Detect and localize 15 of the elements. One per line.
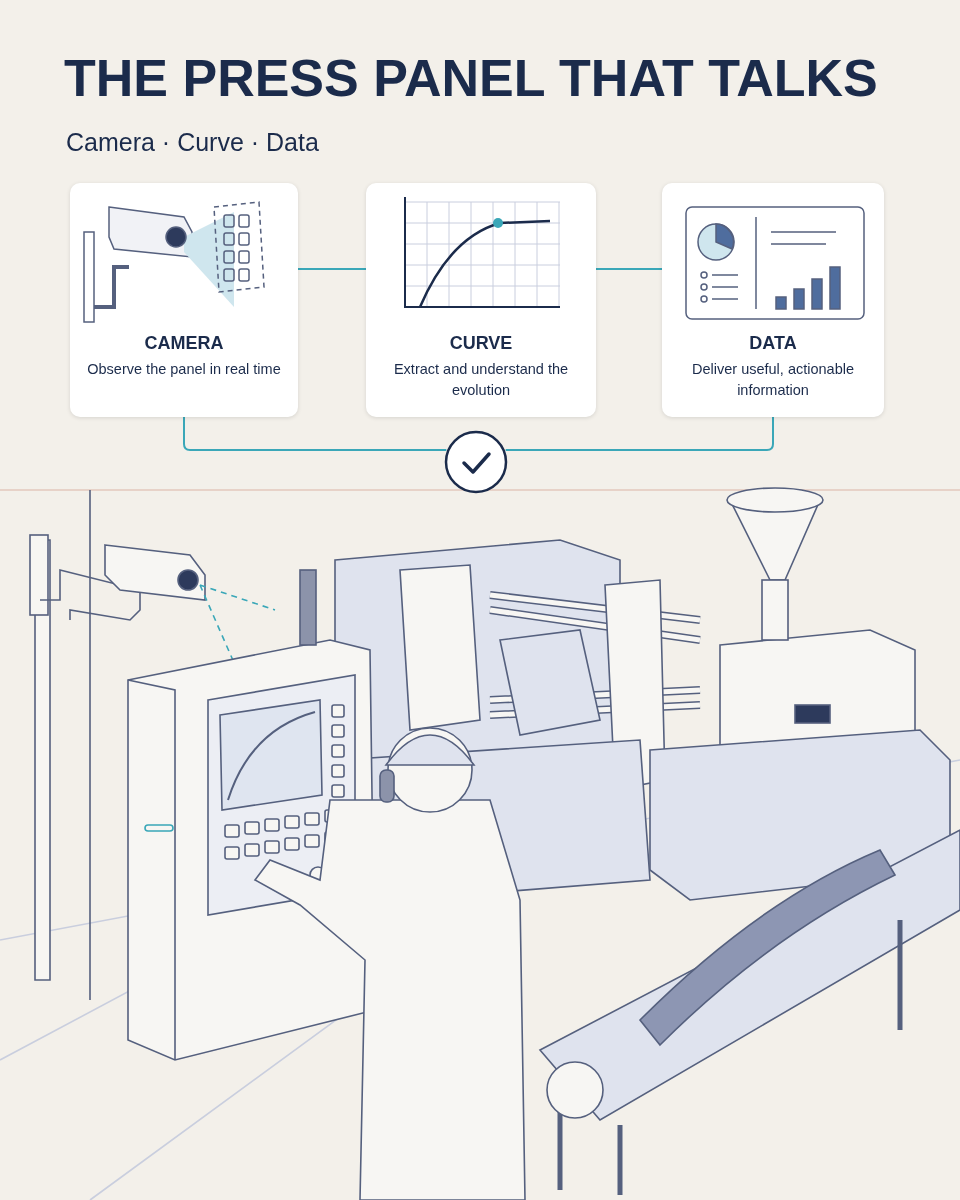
title: THE PRESS PANEL THAT TALKS [64,48,878,108]
step-heading: CURVE [448,333,514,354]
step-card [366,183,596,417]
step-description: Extract and understand the evolution [392,360,570,400]
step-heading: CAMERA [143,333,225,354]
step-heading: DATA [748,333,798,354]
connector-line [183,416,448,451]
connector-line [504,416,774,451]
subtitle: Camera · Curve · Data [66,128,319,157]
step-card [662,183,884,417]
step-card [70,183,298,417]
connector-line [297,268,367,270]
step-description: Deliver useful, actionable information [691,360,855,400]
connector-line [595,268,663,270]
step-description: Observe the panel in real time [86,360,282,379]
